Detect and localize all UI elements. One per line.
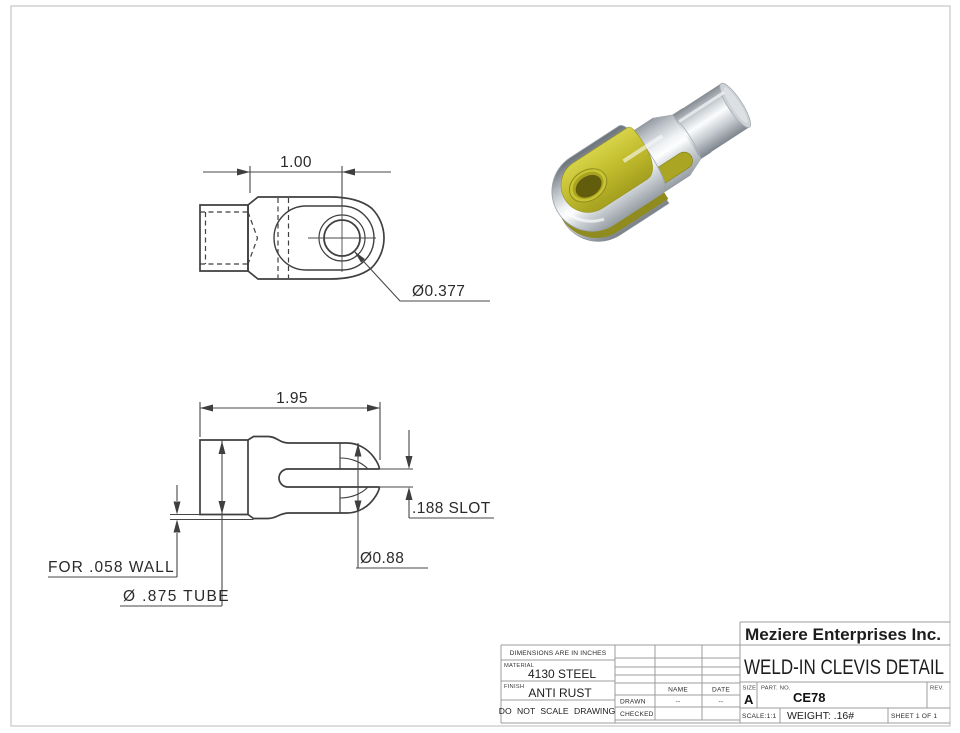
arrowhead xyxy=(405,487,413,500)
dim-ext-1-95 xyxy=(199,402,381,460)
drawing-title: WELD-IN CLEVIS DETAIL xyxy=(744,656,944,679)
note-tube-label: Ø .875 TUBE xyxy=(123,588,229,605)
side-body-outline xyxy=(247,196,385,280)
plan-slot xyxy=(278,468,380,488)
side-view xyxy=(199,196,385,280)
side-centerlines xyxy=(308,206,376,272)
render-tube-end-ring xyxy=(723,87,748,123)
slot-ext-lines xyxy=(379,468,413,488)
name-header: NAME xyxy=(668,687,688,694)
drawn-label: DRAWN xyxy=(620,699,646,706)
arrowhead xyxy=(173,501,181,515)
wall-ref-lines xyxy=(170,513,254,521)
material-value: 4130 STEEL xyxy=(528,667,596,681)
plan-top-edge xyxy=(247,435,381,470)
date-header: DATE xyxy=(712,687,730,694)
side-spigot-outline xyxy=(199,204,249,272)
finish-label: FINISH xyxy=(504,684,524,690)
arrowhead xyxy=(354,443,362,457)
dim-length-label-plan: 1.95 xyxy=(276,390,308,407)
dim-tube-leader xyxy=(120,440,223,607)
finish-value: ANTI RUST xyxy=(528,686,592,700)
plan-tip-chamfer-arcs xyxy=(339,457,369,499)
dimensions-note: DIMENSIONS ARE IN INCHES xyxy=(510,650,607,657)
part-no-label: PART. NO. xyxy=(761,686,791,692)
dim-length-label-side: 1.00 xyxy=(280,154,312,171)
leader-hole-dia xyxy=(353,250,490,302)
rev-label: REV. xyxy=(930,686,944,692)
sheet-value: SHEET 1 OF 1 xyxy=(891,713,937,720)
sheet-border xyxy=(10,5,951,727)
plan-bottom-edge xyxy=(247,486,381,520)
title-block-text: Meziere Enterprises Inc. WELD-IN CLEVIS … xyxy=(499,625,944,722)
render-hole-bore xyxy=(575,174,602,198)
plan-view-dimensions xyxy=(48,402,494,607)
dim-od-label: Ø0.88 xyxy=(360,550,404,567)
arrowhead xyxy=(342,168,355,176)
scale-value: SCALE:1:1 xyxy=(742,713,777,720)
side-hidden-lines xyxy=(200,198,290,278)
render-tube-highlight xyxy=(678,90,726,123)
arrowhead xyxy=(354,251,365,263)
arrowhead xyxy=(200,404,213,412)
drawn-date-value: -- xyxy=(719,699,724,706)
iso-render xyxy=(551,82,751,242)
size-label: SIZE xyxy=(743,686,757,692)
part-no-value: CE78 xyxy=(793,690,826,705)
dim-ext-1-00 xyxy=(249,166,343,206)
side-view-dimensions xyxy=(203,166,490,302)
arrowhead xyxy=(354,500,362,514)
dim-wall-leader xyxy=(48,485,178,578)
dim-slot-leader xyxy=(408,430,494,519)
dim-slot-label: .188 SLOT xyxy=(412,500,491,517)
arrowhead xyxy=(237,168,250,176)
render-tab-highlight xyxy=(564,209,605,223)
render-body-highlight xyxy=(622,134,664,163)
note-wall-label: FOR .058 WALL xyxy=(48,559,174,576)
plan-view xyxy=(199,435,381,520)
company-name: Meziere Enterprises Inc. xyxy=(745,625,941,644)
arrowhead xyxy=(405,456,413,469)
checked-label: CHECKED xyxy=(620,711,654,718)
arrowhead xyxy=(218,501,226,514)
render-chamfer-seams xyxy=(652,114,702,176)
arrowhead xyxy=(173,519,181,533)
arrowhead xyxy=(218,441,226,454)
size-value: A xyxy=(744,692,754,707)
dim-hole-dia-label: Ø0.377 xyxy=(412,283,465,300)
arrowhead xyxy=(367,404,380,412)
title-block-grid xyxy=(500,621,950,724)
material-label: MATERIAL xyxy=(504,663,535,669)
weight-value: WEIGHT: .16# xyxy=(787,710,854,722)
drawn-name-value: -- xyxy=(676,699,681,706)
do-not-scale-note: DO NOT SCALE DRAWING xyxy=(499,706,616,716)
